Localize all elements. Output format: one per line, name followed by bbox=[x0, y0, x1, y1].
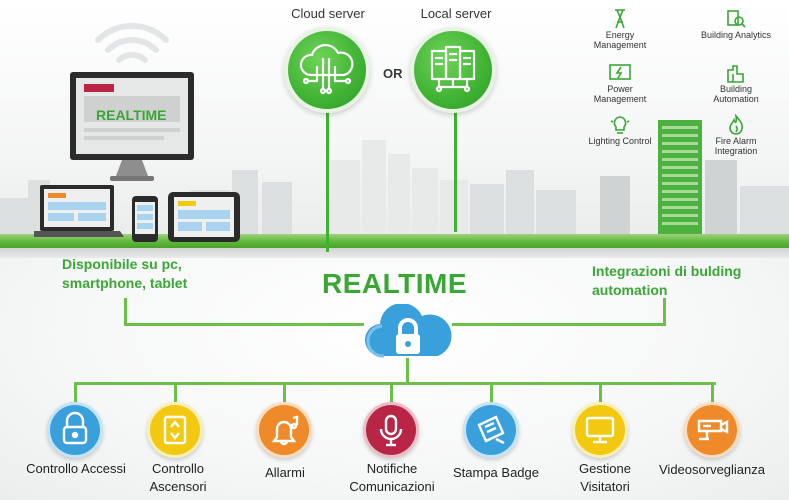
cloud-circuit-icon bbox=[299, 43, 354, 95]
module-label-stampa-badge: Stampa Badge bbox=[452, 465, 539, 480]
local-server-node bbox=[410, 27, 496, 113]
module-label-controllo-accessi: Controllo Accessi bbox=[26, 461, 126, 476]
badge-icon bbox=[477, 415, 505, 445]
automation-icon bbox=[727, 65, 744, 83]
lock-icon bbox=[62, 411, 88, 445]
module-notifiche-comunicazioni bbox=[363, 402, 419, 458]
energy-icon bbox=[615, 9, 625, 29]
secure-cloud-icon bbox=[365, 304, 452, 358]
microphone-icon bbox=[379, 414, 403, 447]
lower-band bbox=[0, 258, 789, 500]
cloud-server-label: Cloud server bbox=[291, 6, 365, 21]
device-availability-text: Disponibile su pc, smartphone, tablet bbox=[62, 256, 188, 291]
bell-icon bbox=[271, 415, 299, 446]
smartphone bbox=[132, 196, 158, 242]
desktop-monitor bbox=[70, 72, 194, 181]
module-videosorveglianza bbox=[684, 402, 740, 458]
or-label: OR bbox=[383, 66, 403, 81]
server-rack-icon bbox=[430, 45, 476, 93]
lighting-control-item: Lighting Control bbox=[582, 114, 658, 146]
module-label-videosorveglianza: Videosorveglianza bbox=[659, 462, 765, 477]
elevator-icon bbox=[163, 415, 187, 445]
cloud-server-node bbox=[284, 27, 370, 113]
energy-management-item: Energy Management bbox=[582, 8, 658, 50]
camera-icon bbox=[697, 419, 729, 441]
power-management-item: Power Management bbox=[582, 62, 658, 104]
power-icon bbox=[609, 64, 631, 80]
wifi-icon bbox=[95, 22, 169, 63]
fire-icon bbox=[729, 114, 743, 135]
building-analytics-item: Building Analytics bbox=[698, 8, 774, 40]
tablet bbox=[168, 192, 240, 242]
module-gestione-visitatori bbox=[572, 402, 628, 458]
module-label-allarmi: Allarmi bbox=[265, 465, 305, 480]
building-analytics-label: Building Analytics bbox=[700, 30, 772, 40]
module-label-controllo-ascensori: Controllo Ascensori bbox=[149, 461, 207, 494]
module-stampa-badge bbox=[463, 402, 519, 458]
integration-text: Integrazioni di bulding automation bbox=[592, 263, 742, 298]
power-management-label: Power Management bbox=[593, 84, 647, 104]
building-automation-label: Building Automation bbox=[713, 84, 759, 104]
monitor-icon bbox=[585, 416, 615, 444]
module-controllo-ascensori bbox=[147, 402, 203, 458]
monitor-screen-title: REALTIME bbox=[96, 107, 167, 123]
module-controllo-accessi bbox=[47, 402, 103, 458]
analytics-icon bbox=[727, 10, 746, 28]
fire-alarm-label: Fire Alarm Integration bbox=[714, 136, 758, 156]
lightbulb-icon bbox=[610, 116, 630, 134]
module-allarmi bbox=[256, 402, 312, 458]
building-automation-item: Building Automation bbox=[698, 62, 774, 104]
module-label-gestione-visitatori: Gestione Visitatori bbox=[578, 461, 632, 494]
local-server-label: Local server bbox=[420, 6, 492, 21]
laptop bbox=[34, 185, 124, 237]
module-label-notifiche-comunicazioni: Notifiche Comunicazioni bbox=[349, 461, 435, 494]
lighting-control-label: Lighting Control bbox=[588, 136, 652, 146]
main-title: REALTIME bbox=[321, 268, 468, 299]
energy-management-label: Energy Management bbox=[593, 30, 647, 50]
fire-alarm-item: Fire Alarm Integration bbox=[698, 114, 774, 156]
